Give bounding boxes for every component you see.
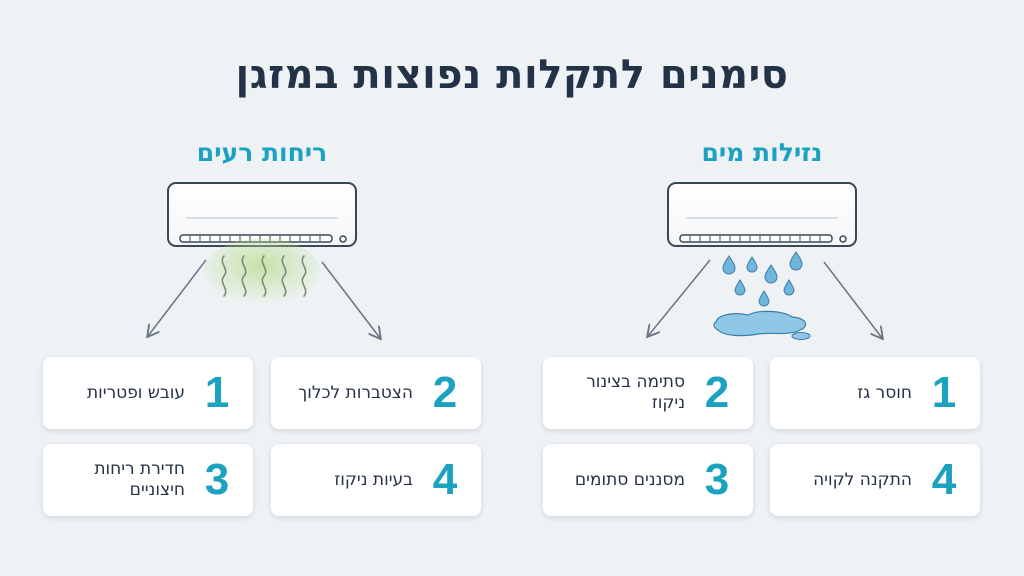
card-text: בעיות ניקוז (334, 469, 413, 490)
card-number: 3 (204, 455, 230, 504)
card-number: 2 (432, 368, 458, 417)
card-number: 3 (704, 455, 730, 504)
card-text: חדירת ריחות חיצוניים (94, 459, 185, 500)
ac-water-drops-icon (648, 182, 882, 340)
card-text: סתימה בצינור ניקוז (586, 372, 685, 413)
section-heading-bad-smells: ריחות רעים (196, 138, 328, 167)
card-water-1: 1 חוסר גז (770, 357, 980, 429)
card-text: מסננים סתומים (574, 469, 685, 490)
card-number: 1 (931, 368, 957, 417)
card-smell-2: 2 הצטברות לכלוך (271, 357, 481, 429)
arrow-icon (648, 259, 882, 338)
card-number: 1 (204, 368, 230, 417)
card-water-4: 4 התקנה לקויה (770, 444, 980, 516)
card-text: הצטברות לכלוך (298, 382, 413, 403)
card-number: 4 (432, 455, 458, 504)
card-text: חוסר גז (857, 382, 912, 403)
card-text: עובש ופטריות (86, 382, 185, 403)
card-smell-3: 3 חדירת ריחות חיצוניים (43, 444, 253, 516)
water-puddle-icon (713, 310, 811, 340)
smell-fumes-icon (204, 238, 320, 306)
card-text: התקנה לקויה (813, 469, 912, 490)
ac-bad-smell-icon (148, 182, 380, 338)
card-smell-4: 4 בעיות ניקוז (271, 444, 481, 516)
card-number: 2 (704, 368, 730, 417)
card-water-3: 3 מסננים סתומים (543, 444, 753, 516)
section-heading-water-leaks: נזילות מים (701, 138, 823, 167)
card-water-2: 2 סתימה בצינור ניקוז (543, 357, 753, 429)
arrow-icon (148, 259, 380, 338)
water-drop-icon (722, 251, 803, 307)
page-title: סימנים לתקלות נפוצות במזגן (235, 52, 789, 98)
card-smell-1: 1 עובש ופטריות (43, 357, 253, 429)
ac-unit-icon (167, 182, 357, 247)
card-number: 4 (931, 455, 957, 504)
ac-unit-icon (667, 182, 857, 247)
